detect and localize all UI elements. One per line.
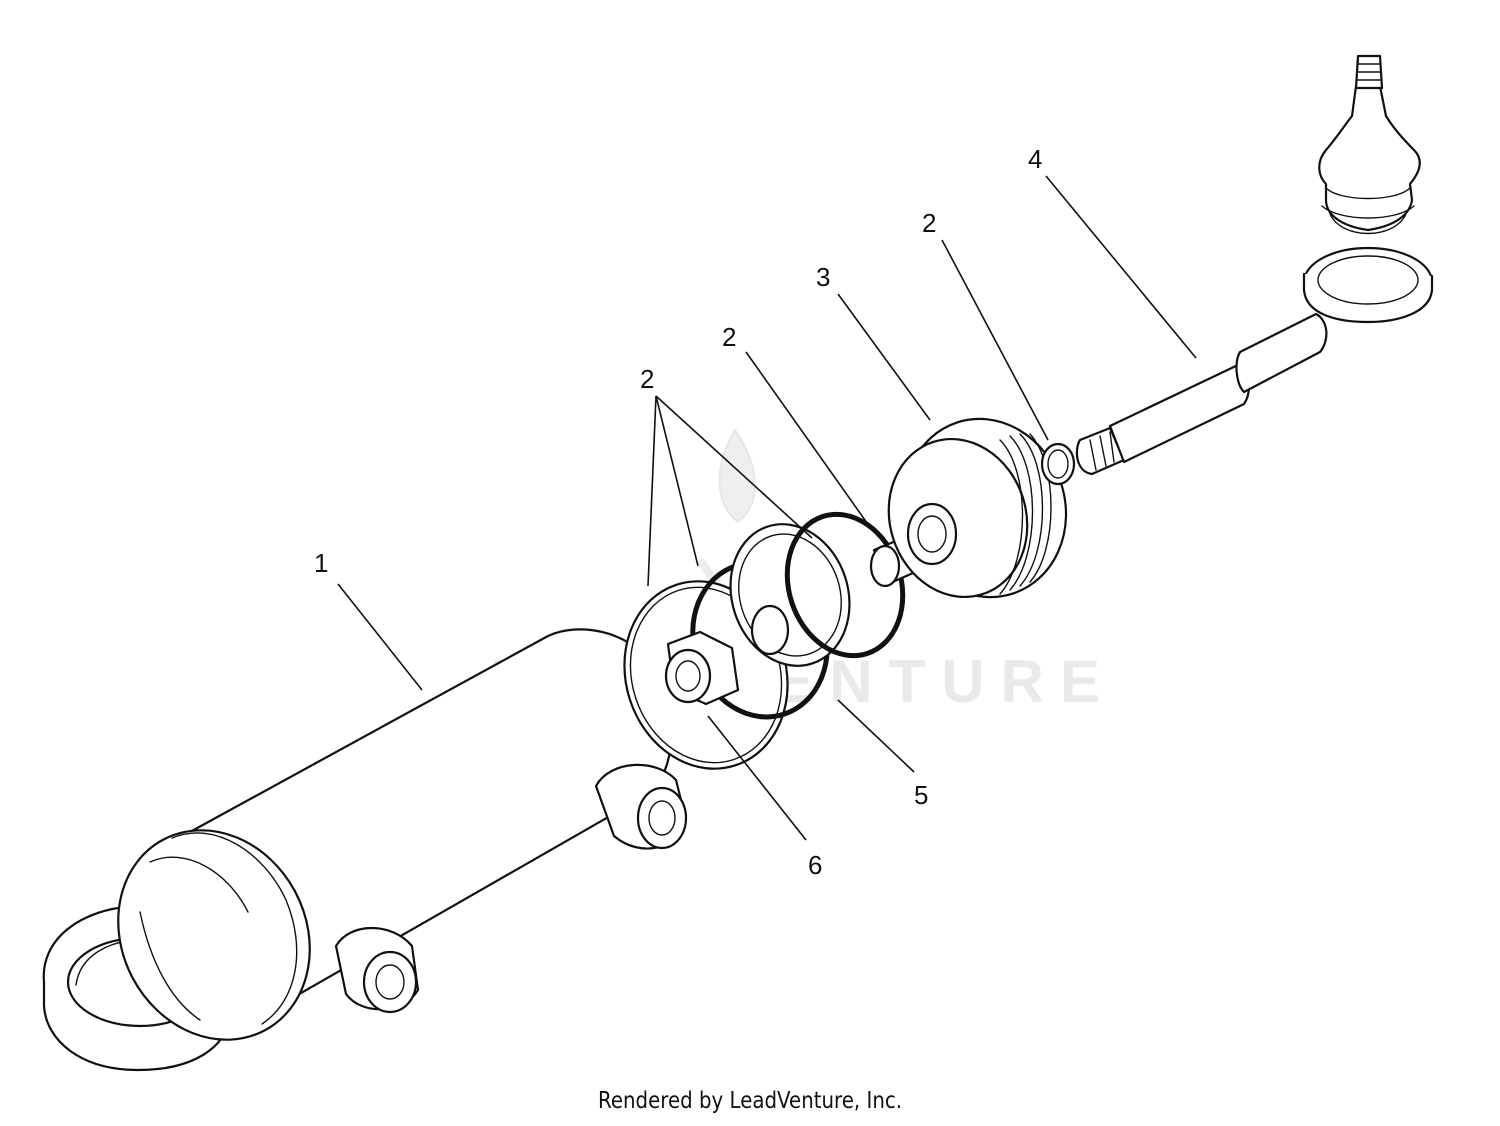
callout-4: 4 xyxy=(1028,144,1042,174)
callout-2-right: 2 xyxy=(922,208,936,238)
callout-5: 5 xyxy=(914,780,928,810)
part-2-rod-o-ring[interactable] xyxy=(1040,442,1076,486)
callout-1: 1 xyxy=(314,548,328,578)
leader-lines xyxy=(337,175,1197,841)
part-6-nut[interactable] xyxy=(664,630,740,706)
credit-line: Rendered by LeadVenture, Inc. xyxy=(597,1088,903,1114)
callouts: 1 2 2 2 3 4 5 6 xyxy=(314,144,1042,880)
callout-6: 6 xyxy=(808,850,822,880)
part-3-end-gland[interactable] xyxy=(869,398,1089,619)
callout-2-left: 2 xyxy=(640,364,654,394)
part-4-piston-rod[interactable] xyxy=(1075,54,1434,476)
callout-2-middle: 2 xyxy=(722,322,736,352)
callout-3: 3 xyxy=(816,262,830,292)
part-1-cylinder-barrel[interactable] xyxy=(42,628,688,1073)
